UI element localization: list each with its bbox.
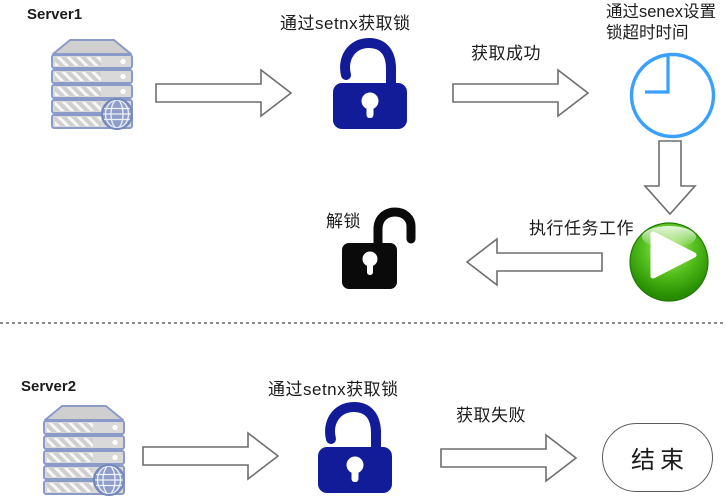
arrow-right-icon [155, 68, 293, 118]
open-padlock-blue-icon [333, 37, 407, 129]
set-expire-line2: 锁超时时间 [606, 24, 689, 42]
server2-label: Server2 [21, 378, 77, 395]
set-expire-label: 通过senex设置 锁超时时间 [606, 2, 716, 44]
section-divider [0, 322, 725, 324]
execute-task-label: 执行任务工作 [529, 219, 634, 238]
unlock-label: 解锁 [326, 212, 361, 231]
acquire-success-label: 获取成功 [471, 44, 541, 63]
globe-icon [101, 98, 133, 130]
acquire-fail-label: 获取失败 [456, 406, 526, 425]
open-padlock-blue-icon [318, 401, 392, 493]
acquire-lock1-label: 通过setnx获取锁 [280, 14, 411, 33]
server1-label: Server1 [27, 6, 83, 23]
globe-icon [93, 464, 125, 496]
arrow-down-icon [643, 140, 697, 216]
open-padlock-black-icon [342, 207, 416, 289]
server2-icon [43, 405, 125, 496]
acquire-lock2-label: 通过setnx获取锁 [268, 380, 399, 399]
arrow-right-icon [142, 431, 280, 481]
set-expire-line1: 通过senex设置 [606, 3, 717, 21]
arrow-left-icon [465, 237, 603, 287]
arrow-right-icon [452, 68, 590, 118]
arrow-right-icon [440, 433, 578, 483]
server1-icon [51, 39, 133, 130]
end-node: 结束 [602, 423, 713, 492]
clock-icon [629, 52, 716, 139]
play-button-icon [629, 222, 709, 302]
end-label: 结束 [631, 447, 689, 474]
